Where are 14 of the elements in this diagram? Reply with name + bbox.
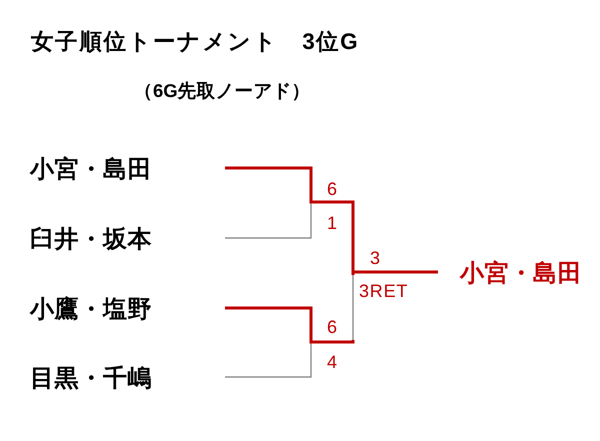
score: 6 [327,180,338,198]
score: 1 [327,214,338,232]
subtitle: （6G先取ノーアド） [134,82,311,100]
score: 3RET [359,282,408,300]
title: 女子順位トーナメント 3位G [31,31,359,54]
score: 6 [327,318,338,336]
score: 3 [370,248,380,266]
team-name: 小鷹・塩野 [30,296,225,324]
team-name: 目黒・千嶋 [30,364,225,392]
winner-name: 小宮・島田 [438,260,594,288]
score: 4 [327,353,338,371]
bracket-line [225,166,438,274]
team-name: 小宮・島田 [30,156,225,184]
team-name: 臼井・坂本 [30,226,225,254]
